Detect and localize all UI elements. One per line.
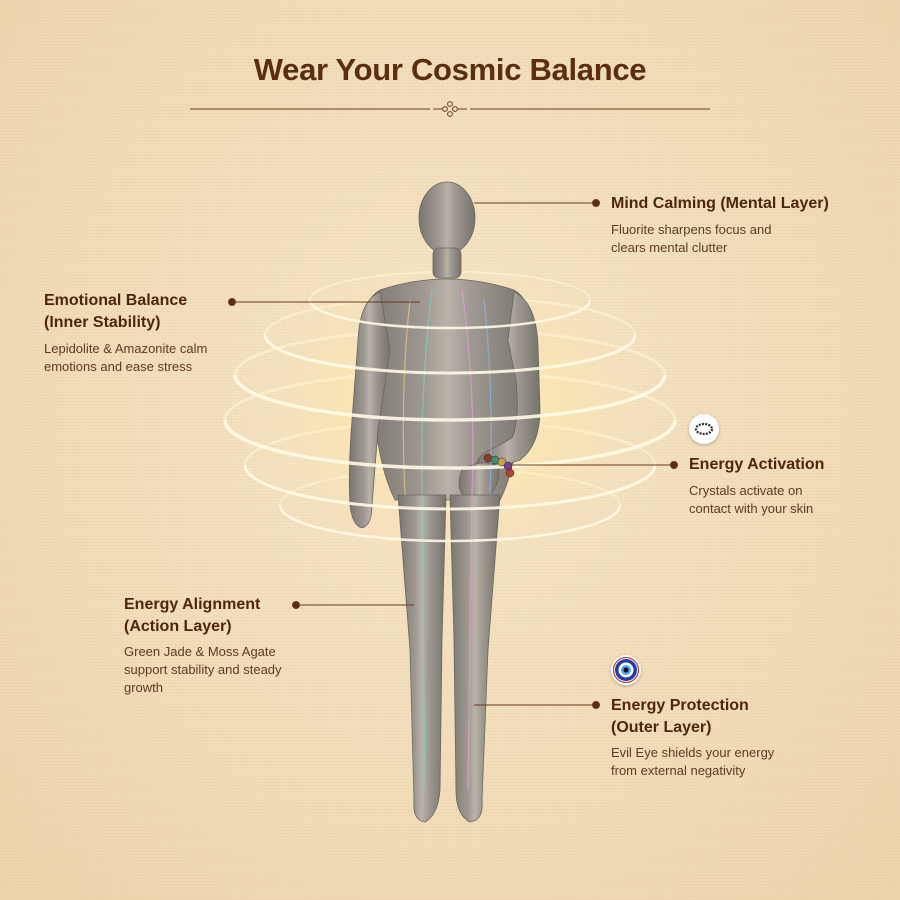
energy-protection-label-line2: (Outer Layer) [611, 719, 712, 736]
energy-alignment-label-line2: (Action Layer) [124, 618, 232, 635]
mind-calming-desc-line1: Fluorite sharpens focus and [611, 222, 772, 237]
crystal-bracelet [483, 453, 515, 478]
energy-protection-desc-line1: Evil Eye shields your energy [611, 745, 775, 760]
energy-alignment-label-line1: Energy Alignment [124, 596, 261, 613]
emotional-balance-label-line2: (Inner Stability) [44, 314, 161, 331]
energy-activation-label: Energy Activation [689, 456, 825, 473]
emotional-balance-desc-line1: Lepidolite & Amazonite calm [44, 341, 208, 356]
energy-alignment-desc-line2: support stability and steady [124, 662, 282, 677]
energy-protection-label-line1: Energy Protection [611, 697, 749, 714]
energy-alignment-desc-line3: growth [124, 680, 164, 695]
emotional-balance-desc-line2: emotions and ease stress [44, 359, 193, 374]
knot-ornament-icon [433, 101, 467, 117]
energy-meridians [402, 260, 492, 791]
energy-protection-desc-line2: from external negativity [611, 763, 746, 778]
mind-calming-label: Mind Calming (Mental Layer) [611, 195, 829, 212]
energy-activation-desc-line2: contact with your skin [689, 501, 814, 516]
evil-eye-icon [611, 655, 641, 685]
bracelet-icon [689, 414, 719, 444]
emotional-balance-label-line1: Emotional Balance [44, 292, 188, 309]
energy-alignment-desc-line1: Green Jade & Moss Agate [124, 644, 276, 659]
ornament-divider [190, 101, 710, 117]
page-title: Wear Your Cosmic Balance [253, 52, 647, 87]
energy-rings-front [223, 299, 677, 543]
energy-activation-desc-line1: Crystals activate on [689, 483, 803, 498]
mind-calming-desc-line2: clears mental clutter [611, 240, 728, 255]
